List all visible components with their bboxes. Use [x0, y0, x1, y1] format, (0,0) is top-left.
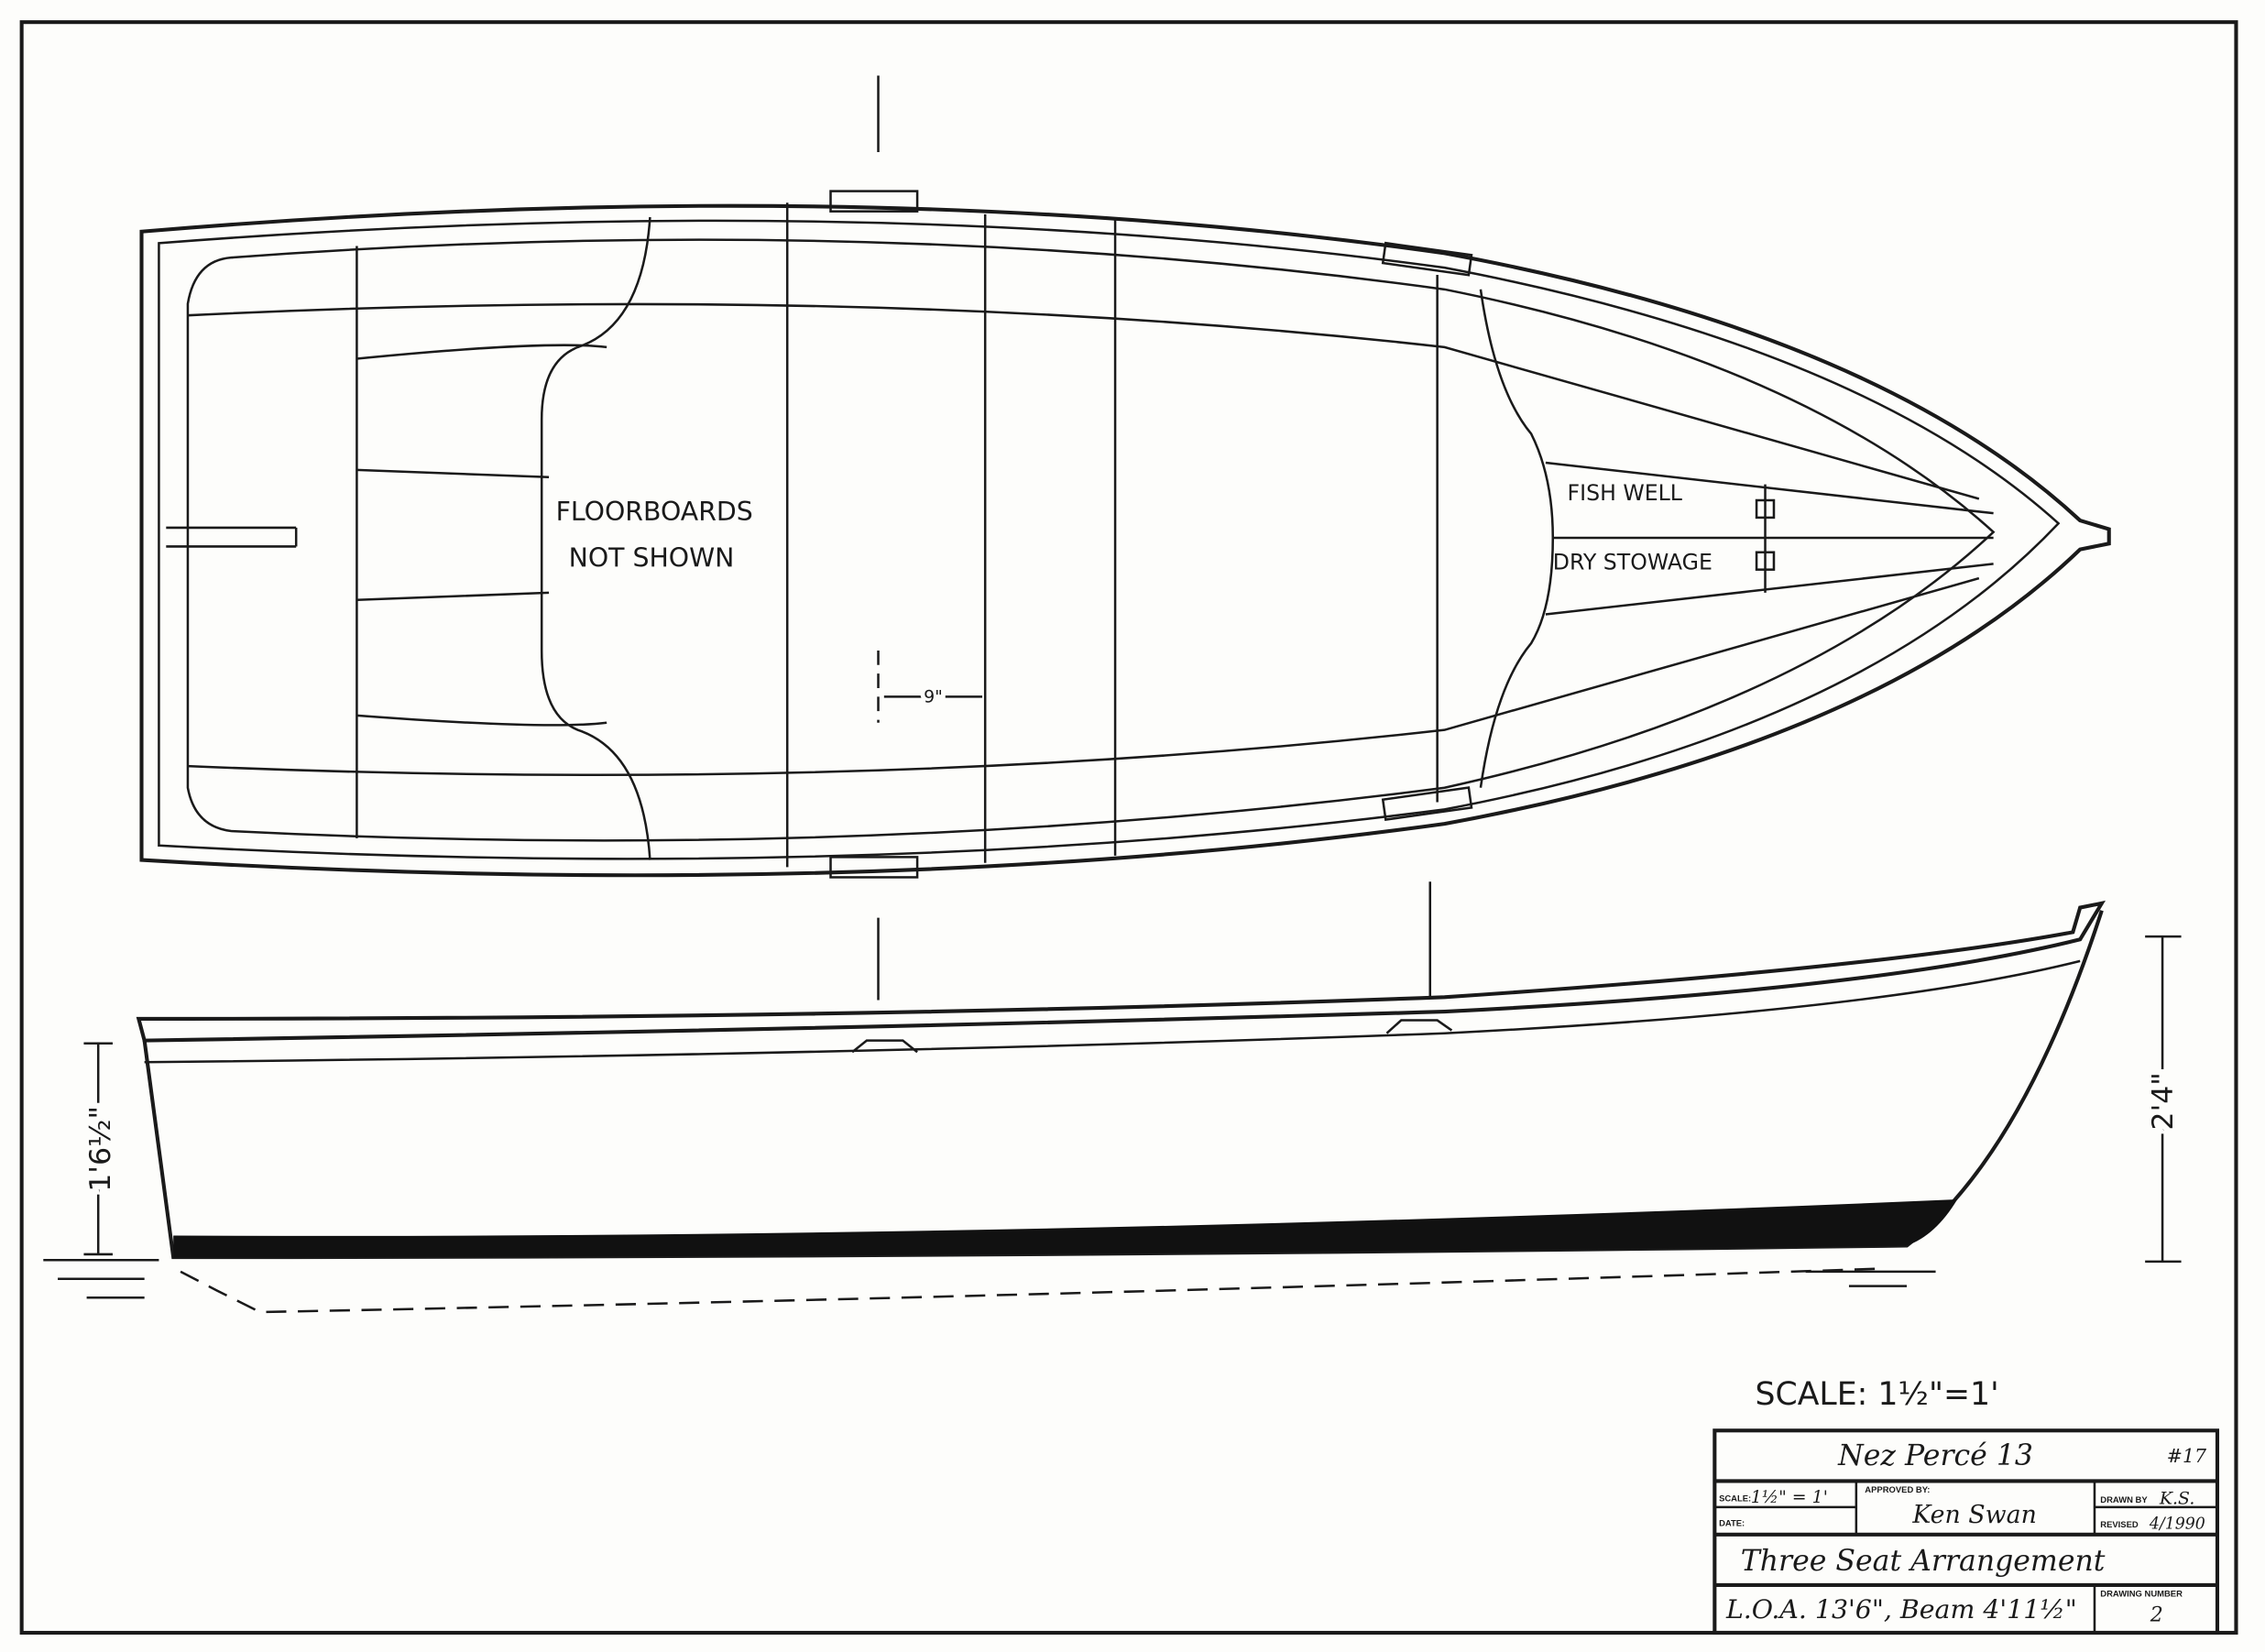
- revised-date: 4/1990: [2149, 1515, 2205, 1533]
- drawing-number-label: DRAWING NUMBER: [2100, 1590, 2183, 1600]
- bow-height-dimension: [2145, 935, 2182, 1264]
- drawing-number: 2: [2150, 1603, 2163, 1626]
- approved-label: APPROVED BY:: [1865, 1485, 1930, 1495]
- plan-view-hull: [139, 190, 2111, 879]
- stern-height-label: 1'6½": [84, 1106, 117, 1192]
- dry-stowage-label: DRY STOWAGE: [1553, 550, 1712, 575]
- title-block: [1712, 1428, 2220, 1636]
- centerlines: [877, 75, 1432, 1001]
- scale-label: SCALE:: [1719, 1494, 1751, 1504]
- approved-by: Ken Swan: [1911, 1501, 2036, 1529]
- date-label: DATE:: [1719, 1518, 1745, 1528]
- drawn-by-label: DRAWN BY: [2100, 1495, 2148, 1505]
- arrangement-description: Three Seat Arrangement: [1741, 1545, 2106, 1578]
- scale-value: 1½" = 1': [1751, 1487, 1828, 1507]
- plan-number: #17: [2167, 1445, 2206, 1467]
- fish-well-label: FISH WELL: [1568, 480, 1683, 506]
- seat-spacing-dimension: 9": [924, 687, 943, 707]
- revised-label: REVISED: [2100, 1520, 2139, 1530]
- floorboards-note-2: NOT SHOWN: [569, 543, 735, 574]
- floorboards-note: FLOORBOARDS: [556, 497, 753, 527]
- bow-height-label: 2'4": [2147, 1072, 2180, 1130]
- profile-view-hull: [43, 900, 2106, 1314]
- drawn-by: K.S.: [2159, 1489, 2194, 1509]
- scale-note: SCALE: 1½"=1': [1755, 1376, 1998, 1413]
- stern-height-dimension: [83, 1042, 113, 1256]
- boat-dimensions: L.O.A. 13'6", Beam 4'11½": [1725, 1594, 2077, 1625]
- sheet-border: [19, 20, 2238, 1636]
- boat-name: Nez Percé 13: [1837, 1439, 2033, 1472]
